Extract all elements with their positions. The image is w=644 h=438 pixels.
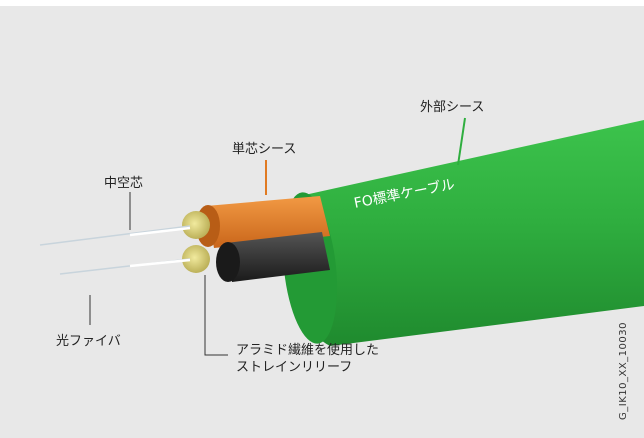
aramid-yarn-top	[182, 211, 210, 239]
label-single-core-sheath: 単芯シース	[232, 142, 297, 157]
fiber-top	[39, 225, 191, 246]
aramid-yarn-bottom	[182, 245, 210, 273]
black-sheath	[226, 232, 330, 282]
label-aramid-line2: ストレインリリーフ	[236, 360, 353, 375]
outer-sheath	[291, 120, 644, 346]
label-aramid-strain-relief: アラミド繊維を使用した ストレインリリーフ	[236, 342, 379, 376]
label-hollow-core: 中空芯	[104, 176, 144, 191]
leader-aramid	[204, 275, 228, 356]
label-outer-sheath: 外部シース	[420, 100, 485, 115]
reference-code: G_IK10_XX_10030	[618, 322, 629, 420]
label-optical-fiber: 光ファイバ	[56, 334, 121, 349]
leader-outer-sheath	[457, 117, 466, 166]
label-aramid-line1: アラミド繊維を使用した	[236, 343, 380, 358]
